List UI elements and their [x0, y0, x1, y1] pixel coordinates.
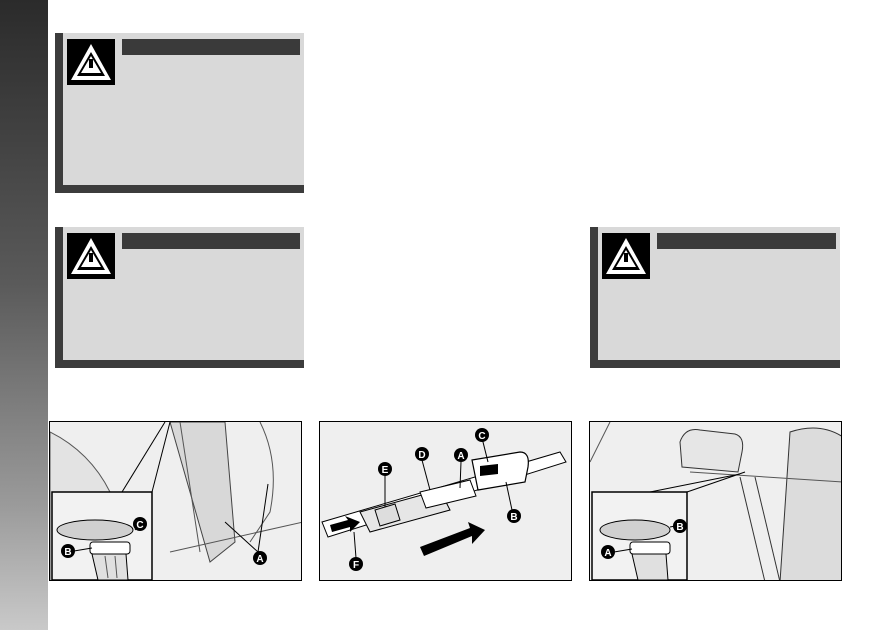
warning-box-3: [590, 227, 840, 368]
figure-belt-height-adjuster: A C B: [49, 421, 302, 581]
callout-label-c: C: [478, 431, 485, 442]
warning-header-bar: [657, 233, 836, 249]
warning-triangle-icon: [67, 233, 115, 279]
warning-header-bar: [122, 39, 300, 55]
callout-label-e: E: [382, 465, 389, 476]
figure-rear-belt-adjuster: B A: [589, 421, 842, 581]
callout-label-b: B: [510, 512, 517, 523]
callout-label-a: A: [604, 548, 611, 559]
page-edge-strip: [0, 0, 48, 630]
callout-label-b: B: [676, 522, 683, 533]
warning-header-bar: [122, 233, 300, 249]
figure-belt-buckle: E D A C B F: [319, 421, 572, 581]
callout-label-a: A: [256, 554, 263, 565]
callout-label-d: D: [418, 450, 425, 461]
warning-triangle-icon: [602, 233, 650, 279]
callout-label-c: C: [136, 520, 143, 531]
warning-triangle-icon: [67, 39, 115, 85]
callout-label-a: A: [457, 451, 464, 462]
warning-box-2: [55, 227, 304, 368]
callout-label-b: B: [64, 547, 71, 558]
warning-box-1: [55, 33, 304, 193]
callout-label-f: F: [353, 560, 359, 571]
